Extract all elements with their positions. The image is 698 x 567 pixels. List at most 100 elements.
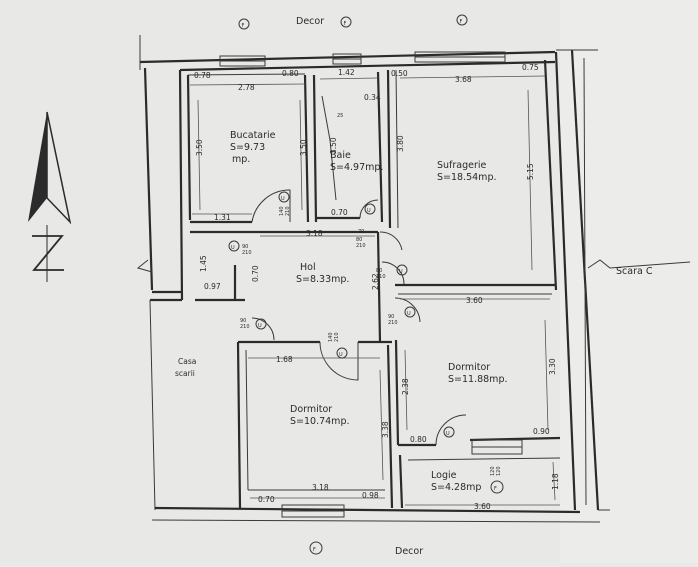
dim-2-38: 2.38 xyxy=(401,378,410,395)
dim-3-18-hall: 3.18 xyxy=(306,229,323,238)
paper-right xyxy=(560,0,698,563)
svg-text:F: F xyxy=(313,547,316,553)
dim-0-70-hall: 0.70 xyxy=(251,265,260,282)
door-code-b2: 210 xyxy=(356,243,366,249)
room-name-hol: Hol xyxy=(300,262,316,273)
dim-0-90: 0.90 xyxy=(533,427,550,436)
dim-0-70-bath: 0.70 xyxy=(331,208,348,217)
windows xyxy=(219,51,523,518)
dim-25: 25 xyxy=(337,113,343,119)
door-code-b6: 210 xyxy=(285,206,291,216)
svg-text:U: U xyxy=(339,352,343,358)
dim-1-42: 1.42 xyxy=(338,68,355,77)
svg-text:F: F xyxy=(344,21,347,27)
dim-0-78: 0.78 xyxy=(194,71,211,80)
door-code-d1: 70 xyxy=(358,229,364,235)
door-code-e1: 140 xyxy=(279,206,285,216)
dim-3-30: 3.30 xyxy=(548,358,557,375)
door-code-b1: 210 xyxy=(242,250,252,256)
room-name-dormitor-1: Dormitor xyxy=(448,362,490,373)
dim-3-50-bath: 3.50 xyxy=(329,137,338,154)
svg-text:U: U xyxy=(399,269,403,275)
north-arrow-icon xyxy=(28,111,72,282)
room-name-bucatarie: Bucatarie xyxy=(230,130,276,141)
dim-0-34: 0.34 xyxy=(364,93,381,102)
dim-0-50: 0.50 xyxy=(391,69,408,78)
svg-text:U: U xyxy=(231,245,235,251)
room-name-dormitor-2: Dormitor xyxy=(290,404,332,415)
svg-text:F: F xyxy=(242,23,245,29)
label-casa: Casa xyxy=(178,357,196,366)
f-marker-top-left-icon: F xyxy=(238,18,250,30)
door-code-a2: 90 xyxy=(388,314,394,320)
dim-1-31: 1.31 xyxy=(214,213,231,222)
f-marker-top-mid-icon: F xyxy=(340,16,352,28)
dim-3-80: 3.80 xyxy=(396,135,405,152)
dim-3-50-kitchen-right: 3.50 xyxy=(299,139,308,156)
room-area-logie: S=4.28mp xyxy=(431,482,481,493)
u-marker-bath-icon: U xyxy=(364,203,376,215)
door-code-f1: 120 xyxy=(490,466,496,476)
room-name-sufragerie: Sufragerie xyxy=(437,160,487,171)
door-code-e2: 140 xyxy=(328,332,334,342)
dim-3-50-kitchen: 3.50 xyxy=(195,139,204,156)
u-marker-hall-left-icon: U xyxy=(228,240,240,252)
u-marker-hall-mid-icon: U xyxy=(255,318,267,330)
dim-3-18-bedroom: 3.18 xyxy=(312,483,329,492)
label-decor-bottom: Decor xyxy=(395,546,423,557)
u-marker-kitchen-icon: U xyxy=(278,191,290,203)
f-marker-bottom-icon: F xyxy=(309,541,323,555)
door-code-b4: 210 xyxy=(388,320,398,326)
room-name-baie: Baie xyxy=(330,150,351,161)
label-decor-top: Decor xyxy=(296,16,324,27)
svg-text:U: U xyxy=(407,311,411,317)
dim-1-45: 1.45 xyxy=(199,255,208,272)
svg-text:U: U xyxy=(258,323,262,329)
room-unit-bucatarie: mp. xyxy=(232,154,250,165)
door-code-f2: 120 xyxy=(496,466,502,476)
dim-0-97: 0.97 xyxy=(204,282,221,291)
svg-text:U: U xyxy=(281,196,285,202)
dim-0-80-top: 0.80 xyxy=(282,69,299,78)
u-marker-bedroom2-icon: U xyxy=(336,347,348,359)
dim-0-98: 0.98 xyxy=(362,491,379,500)
dim-1-68: 1.68 xyxy=(276,355,293,364)
f-marker-top-right-icon: F xyxy=(456,14,468,26)
dim-5-15: 5.15 xyxy=(526,163,535,180)
room-area-baie: S=4.97mp. xyxy=(330,162,383,173)
u-marker-loggia-icon: U xyxy=(443,426,455,438)
room-area-bucatarie: S=9.73 xyxy=(230,142,265,153)
dimension-lines xyxy=(189,75,560,506)
svg-text:F: F xyxy=(460,19,463,25)
dim-1-18: 1.18 xyxy=(551,473,560,490)
dim-3-38: 3.38 xyxy=(381,421,390,438)
door-code-b3: 210 xyxy=(376,274,386,280)
door-code-b7: 210 xyxy=(334,332,340,342)
svg-text:U: U xyxy=(367,208,371,214)
label-scara-c: Scara C xyxy=(616,266,653,277)
u-marker-hall-right-icon: U xyxy=(396,264,408,276)
dim-3-60-bedroom: 3.60 xyxy=(466,296,483,305)
door-code-a1: 90 xyxy=(242,244,248,250)
outer-walls xyxy=(136,35,691,523)
room-area-sufragerie: S=18.54mp. xyxy=(437,172,497,183)
door-code-b5: 210 xyxy=(240,324,250,330)
interior-walls xyxy=(186,69,561,509)
f-marker-loggia-icon: F xyxy=(490,480,504,494)
svg-text:F: F xyxy=(494,486,497,492)
dim-2-78: 2.78 xyxy=(238,83,255,92)
door-code-c2: 80 xyxy=(376,268,382,274)
dim-3-68: 3.68 xyxy=(455,75,472,84)
label-scarii: scarii xyxy=(175,369,195,378)
dim-0-80-loggia: 0.80 xyxy=(410,435,427,444)
dim-0-75: 0.75 xyxy=(522,63,539,72)
dim-2-62: 2.62 xyxy=(371,273,380,290)
room-name-logie: Logie xyxy=(431,470,457,481)
door-code-c1: 80 xyxy=(356,237,362,243)
room-area-dormitor-1: S=11.88mp. xyxy=(448,374,508,385)
svg-text:U: U xyxy=(446,431,450,437)
room-area-hol: S=8.33mp. xyxy=(296,274,349,285)
room-area-dormitor-2: S=10.74mp. xyxy=(290,416,350,427)
